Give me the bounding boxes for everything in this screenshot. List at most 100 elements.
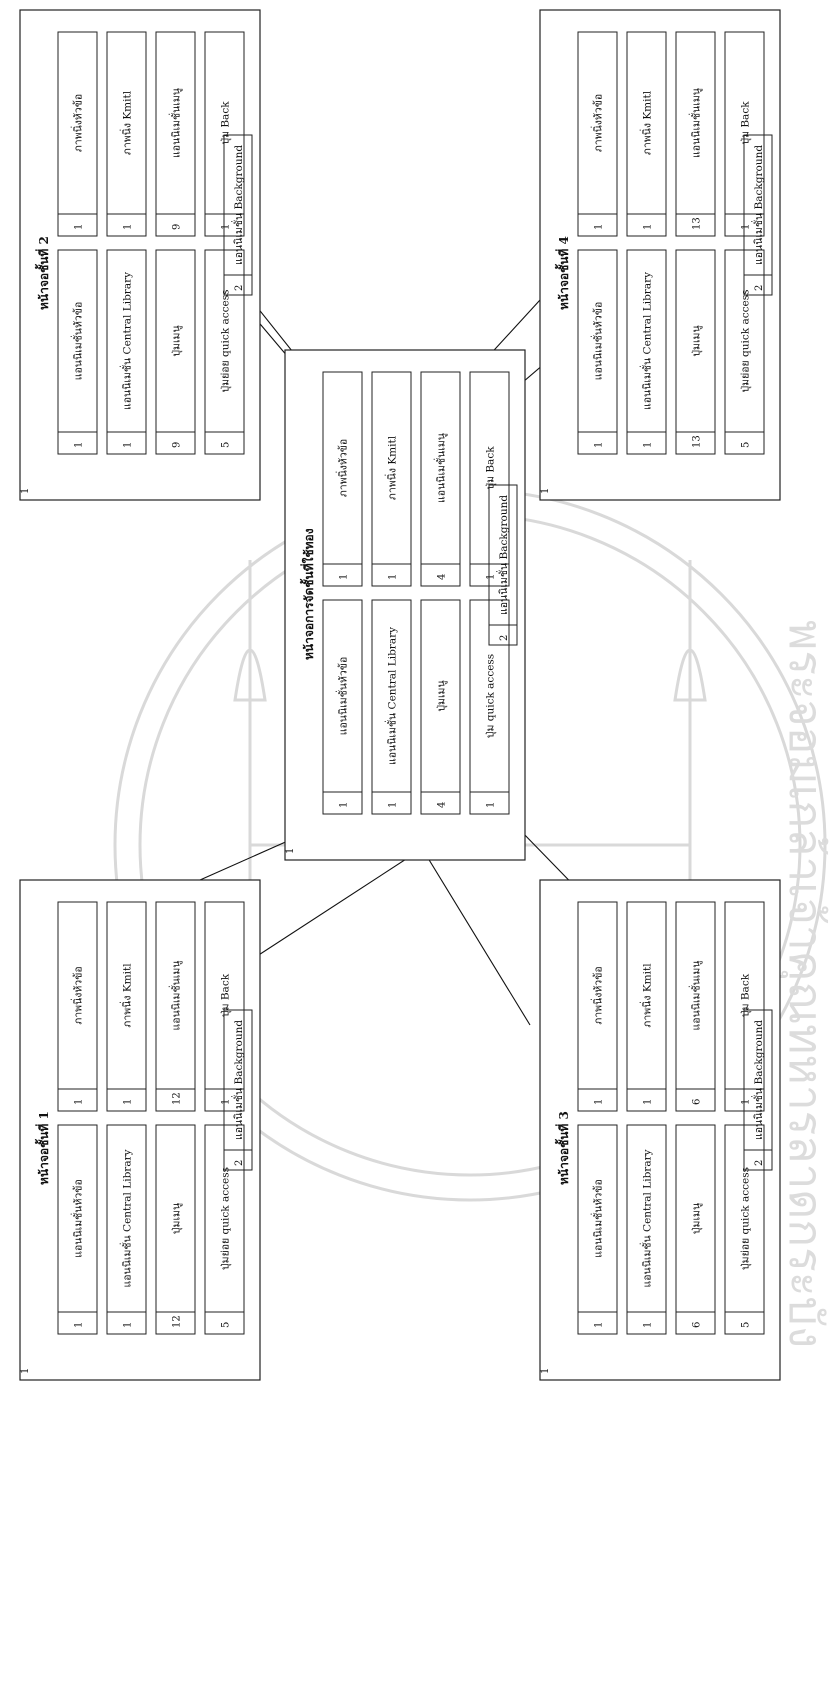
cell-7: 1 ปุ่ม quick access <box>469 599 510 815</box>
cell-label: ปุ่มเมนู <box>171 325 183 356</box>
cell-count: 1 <box>123 442 134 448</box>
screen-frame <box>19 9 261 501</box>
cell-count: 5 <box>741 1322 752 1328</box>
cell-count: 1 <box>594 442 605 448</box>
cell-box <box>371 371 412 587</box>
screens: 1หน้าจอการจัดชั้นที่ใช้ทอง1แอนนิเมชั่นหั… <box>19 9 781 1381</box>
cell-label: ปุ่ม quick access <box>485 654 497 738</box>
cell-box <box>577 249 618 455</box>
background-label: แอนนิเมชั่น Background <box>496 495 510 615</box>
cell-count: 1 <box>643 1322 654 1328</box>
cell-count: 1 <box>74 442 85 448</box>
cell-label: แอนนิเมชั่น Central Library <box>640 272 654 410</box>
cell-label: ปุ่มย่อย quick access <box>740 290 752 393</box>
cell-2: 1 ภาพนิ่งหัวข้อ <box>57 31 98 237</box>
screen-frame <box>284 349 526 861</box>
cell-count: 1 <box>339 802 350 808</box>
cell-box <box>626 901 667 1112</box>
cell-label: ภาพนิ่งหัวข้อ <box>71 966 85 1024</box>
cell-count: 12 <box>172 1092 183 1105</box>
cell-count: 1 <box>123 224 134 230</box>
cell-label: ปุ่มย่อย quick access <box>220 290 232 393</box>
cell-label: ปุ่มเมนู <box>436 680 448 711</box>
connector-center-floor1-back <box>199 839 291 881</box>
cell-label: แอนนิเมชั่น Central Library <box>385 627 399 765</box>
cell-count: 1 <box>486 802 497 808</box>
background-count: 2 <box>234 1160 245 1166</box>
cell-5: 4 ปุ่มเมนู <box>420 599 461 815</box>
cell-count: 13 <box>692 435 703 448</box>
cell-label: ภาพนิ่งหัวข้อ <box>71 94 85 152</box>
cell-label: ภาพนิ่งหัวข้อ <box>591 966 605 1024</box>
frame-number: 1 <box>20 1368 31 1374</box>
cell-label: แอนนิเมชั่นหัวข้อ <box>71 302 85 381</box>
cell-count: 1 <box>643 442 654 448</box>
screen-frame <box>539 879 781 1381</box>
cell-label: แอนนิเมชั่นหัวข้อ <box>591 1179 605 1258</box>
cell-count: 4 <box>437 802 448 808</box>
cell-label: ปุ่ม Back <box>220 101 232 145</box>
cell-label: แอนนิเมชั่น Central Library <box>120 1149 134 1287</box>
cell-box <box>106 901 147 1112</box>
background-box <box>488 484 518 646</box>
cell-count: 5 <box>221 442 232 448</box>
cell-count: 1 <box>643 1099 654 1105</box>
cell-label: ภาพนิ่งหัวข้อ <box>591 94 605 152</box>
cell-count: 1 <box>123 1099 134 1105</box>
cell-label: แอนนิเมชั่น Central Library <box>120 272 134 410</box>
cell-label: แอนนิเมชั่นเมนู <box>169 88 183 158</box>
cell-count: 1 <box>486 574 497 580</box>
cell-count: 1 <box>594 1099 605 1105</box>
cell-count: 1 <box>339 574 350 580</box>
frame-number: 1 <box>540 488 551 494</box>
cell-3: 1 แอนนิเมชั่น Central Library <box>371 599 412 815</box>
cell-label: ปุ่ม Back <box>485 446 497 490</box>
background-box <box>743 134 773 296</box>
cell-label: ปุ่มย่อย quick access <box>220 1167 232 1270</box>
background-label: แอนนิเมชั่น Background <box>751 145 765 265</box>
screen-frame <box>539 9 781 501</box>
background-label: แอนนิเมชั่น Background <box>751 1020 765 1140</box>
screen-floor2: 1 หน้าจอชั้นที่ 2 1 แอนนิเมชั่นหัวข้อ 1 ภาพนิ… <box>19 9 261 501</box>
cell-count: 1 <box>643 224 654 230</box>
cell-box <box>577 1124 618 1335</box>
screen-title: หน้าจอชั้นที่ 2 <box>34 236 51 310</box>
screen-floor3: 1หน้าจอชั้นที่ 31แอนนิเมชั่นหัวข้อ1ภาพนิ… <box>539 879 781 1381</box>
cell-label: ปุ่มย่อย quick access <box>740 1167 752 1270</box>
cell-box <box>155 31 196 237</box>
cell-4: 1 ภาพนิ่ง Kmitl <box>106 31 147 237</box>
cell-count: 1 <box>594 224 605 230</box>
cell-box <box>371 599 412 815</box>
screen-floor1: 1หน้าจอชั้นที่ 11แอนนิเมชั่นหัวข้อ1ภาพนิ… <box>19 879 261 1381</box>
cell-box <box>106 1124 147 1335</box>
cell-label: ภาพนิ่ง Kmitl <box>120 90 134 155</box>
cell-count: 12 <box>172 1315 183 1328</box>
cell-count: 1 <box>388 802 399 808</box>
cell-label: แอนนิเมชั่นหัวข้อ <box>336 657 350 736</box>
cell-count: 13 <box>692 217 703 230</box>
cell-box <box>57 1124 98 1335</box>
cell-box <box>675 249 716 455</box>
cell-box <box>57 31 98 237</box>
frame-number: 1 <box>20 488 31 494</box>
cell-box <box>577 31 618 237</box>
screen-title: หน้าจอชั้นที่ 4 <box>554 236 571 310</box>
background-box <box>223 134 253 296</box>
cell-label: แอนนิเมชั่นหัวข้อ <box>71 1179 85 1258</box>
frame-number: 1 <box>285 848 296 854</box>
screen-title: หน้าจอชั้นที่ 1 <box>34 1111 51 1185</box>
cell-box <box>577 901 618 1112</box>
cell-count: 1 <box>74 224 85 230</box>
